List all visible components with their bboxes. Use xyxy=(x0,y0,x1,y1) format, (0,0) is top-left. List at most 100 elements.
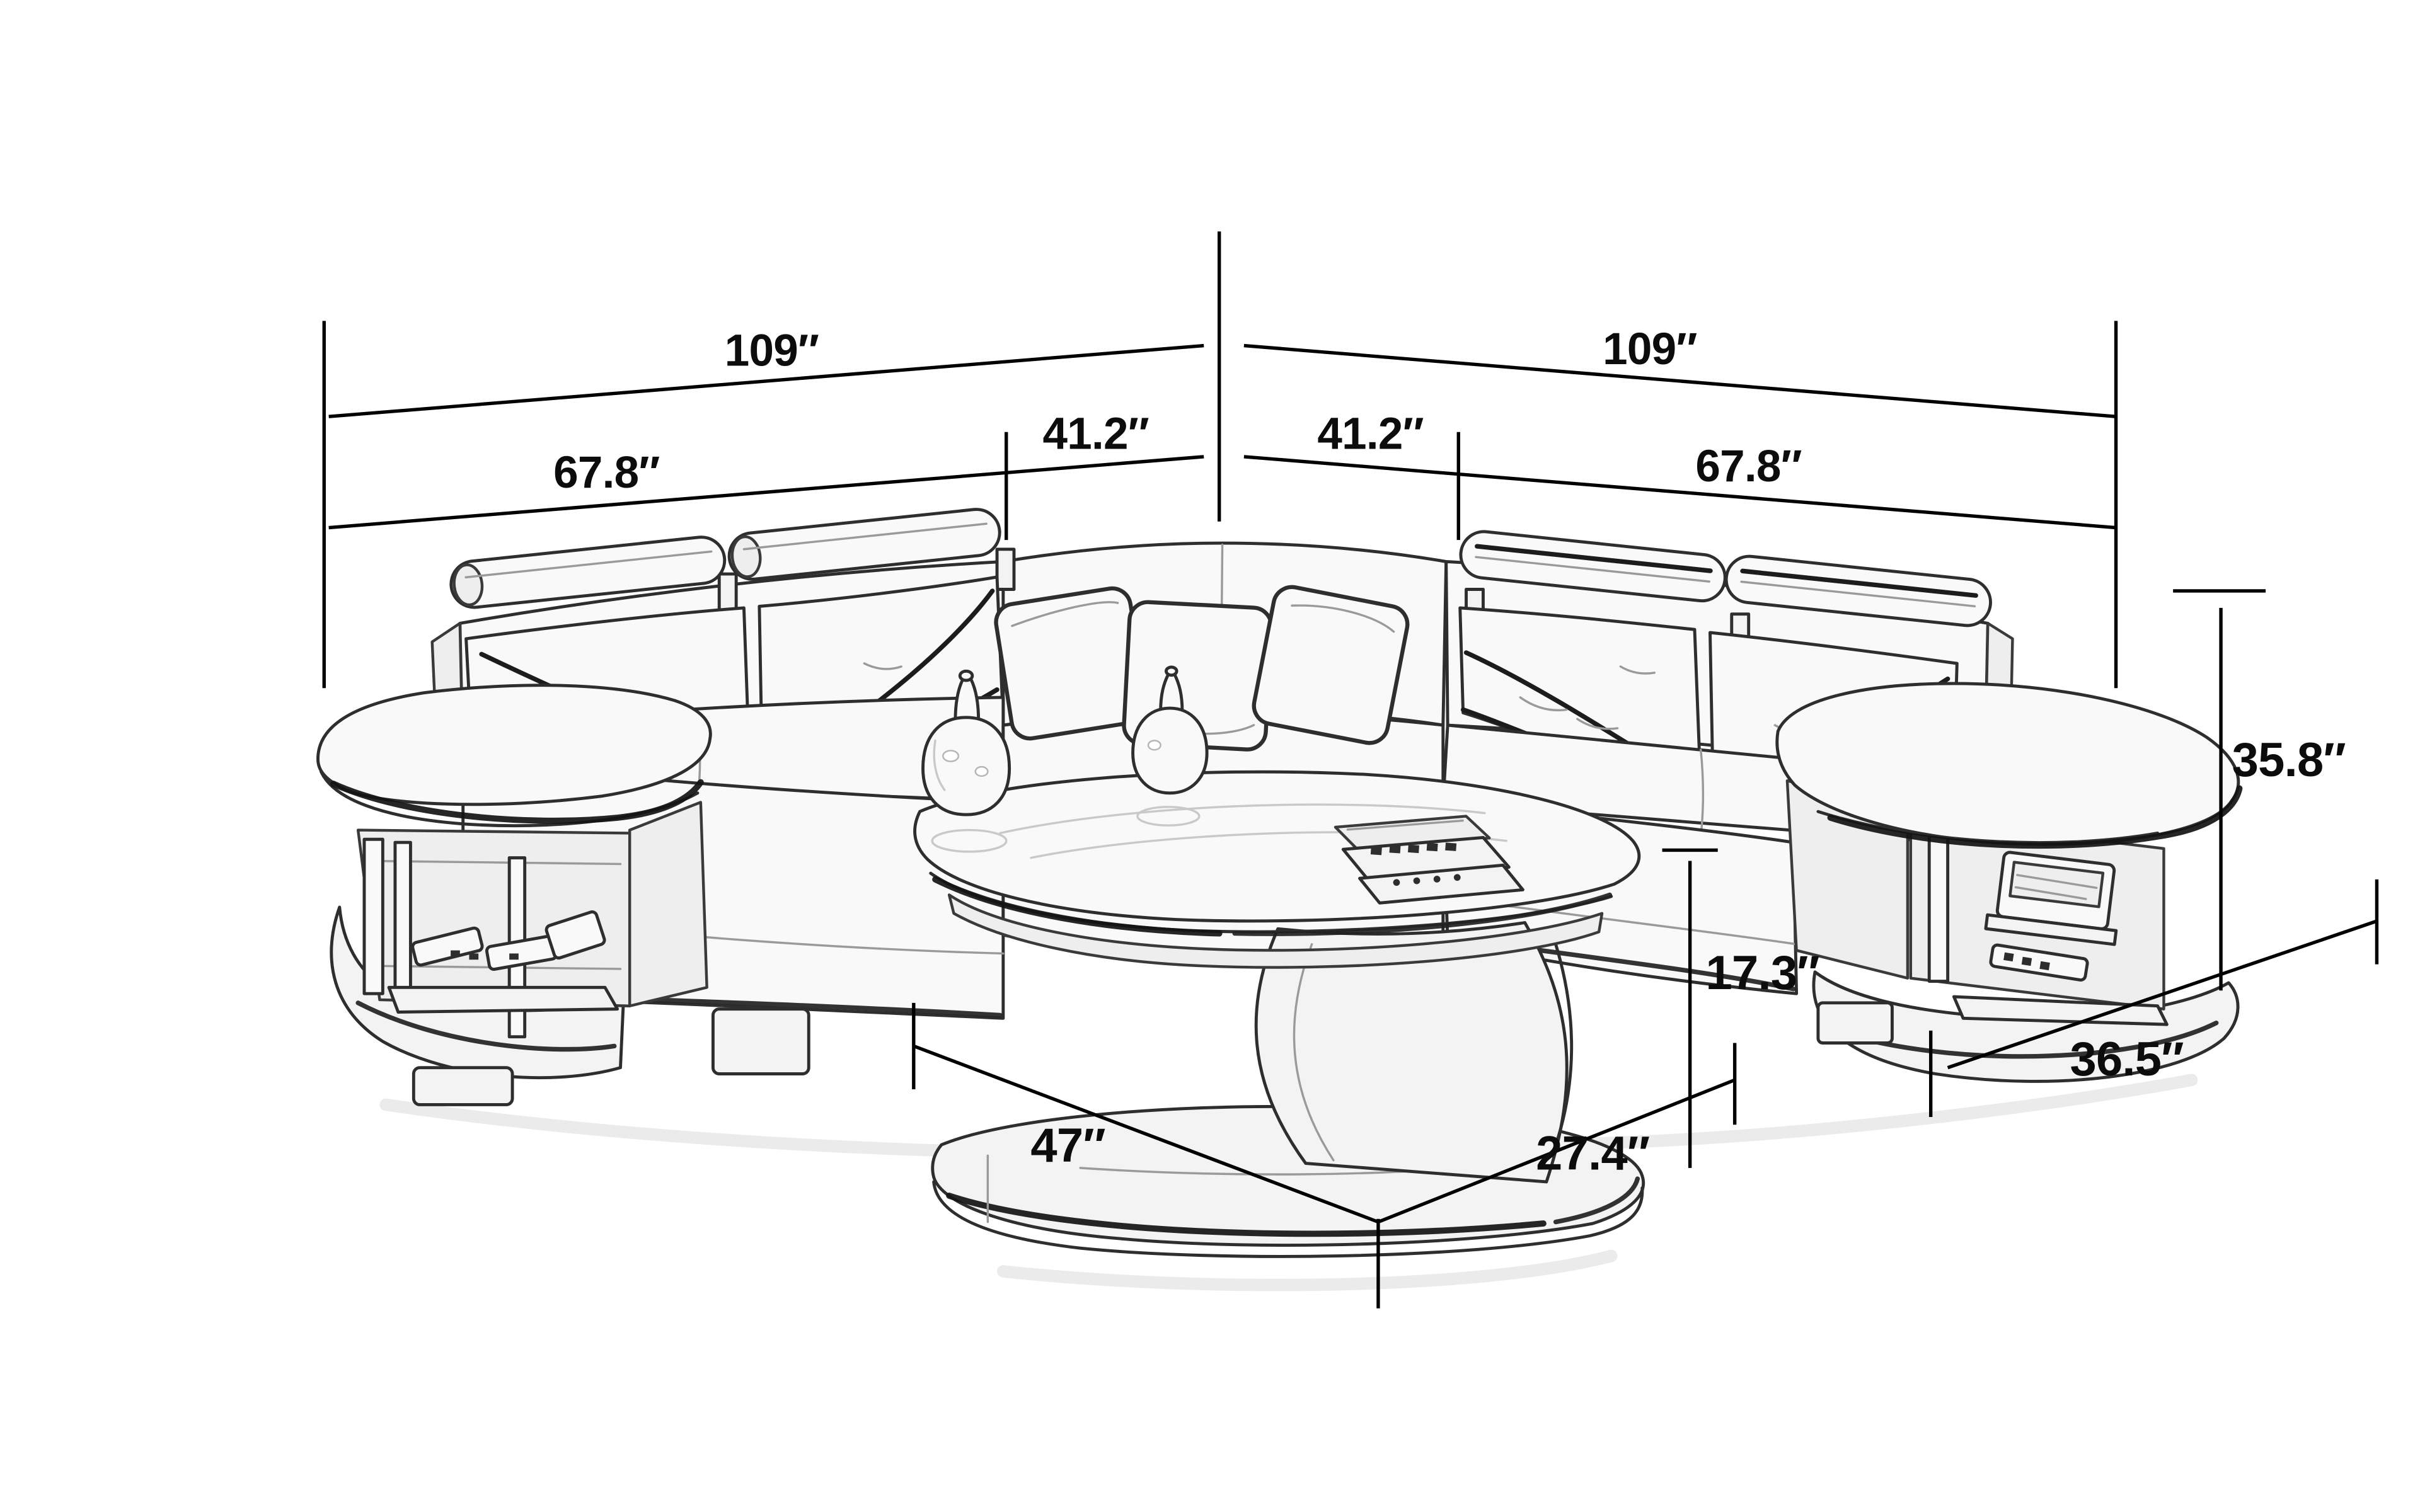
roll-crease xyxy=(742,522,988,551)
vase-body xyxy=(1131,706,1209,795)
button xyxy=(2039,961,2050,971)
shelf-pillar xyxy=(1927,819,1950,983)
dimension-line xyxy=(328,455,1204,530)
dim-label-right-seat: 67.8″ xyxy=(1695,442,1802,491)
vase-highlight xyxy=(933,739,946,791)
gadget xyxy=(544,910,606,960)
sofa-foot xyxy=(711,1007,810,1075)
plinth-thickness xyxy=(932,1180,1644,1258)
vase-spot xyxy=(942,750,960,762)
dim-sofa-depth: 36.5″ xyxy=(1928,879,2379,1118)
tablet-base xyxy=(1984,913,2118,946)
table-pedestal xyxy=(1254,921,1569,1184)
roll-end-cap xyxy=(452,563,484,607)
base-groove xyxy=(355,1000,617,1052)
vase-tip xyxy=(1164,665,1178,677)
button xyxy=(509,953,519,960)
shelf-items xyxy=(387,910,619,1014)
pedestal-curve xyxy=(1293,943,1335,1162)
tray-lower xyxy=(1358,863,1524,905)
dim-label-right-corner: 41.2″ xyxy=(1317,410,1424,459)
arm-top-slab xyxy=(316,684,712,806)
vase-tip xyxy=(958,669,974,682)
shadow-line xyxy=(1506,1074,2198,1151)
dim-label-table-height: 17.3″ xyxy=(1706,946,1819,1000)
shelf-board xyxy=(387,985,619,1014)
top-groove xyxy=(1232,892,1612,936)
dim-label-left-seat: 67.8″ xyxy=(553,448,660,498)
dim-label-table-width: 27.4″ xyxy=(1536,1126,1649,1180)
shelf-pillar xyxy=(393,840,412,995)
roll-crease-dark xyxy=(1475,544,1713,573)
glass-reflection xyxy=(999,803,1486,835)
dim-table-length: 47″ xyxy=(912,1002,1379,1224)
dim-left-total: 109″ xyxy=(328,326,1204,418)
seat-seam xyxy=(1700,748,1705,838)
pedestal-right-curve xyxy=(1551,942,1574,1156)
left-headrests xyxy=(449,508,1016,616)
button-dot xyxy=(1453,874,1461,881)
dimension-line xyxy=(1243,455,2116,530)
remote-tray xyxy=(1334,815,1524,905)
decor-vase-small xyxy=(1131,665,1209,795)
button-dot xyxy=(1433,876,1441,883)
roll-body xyxy=(1724,554,1992,627)
headrest-roll xyxy=(1459,530,1727,603)
slab-groove xyxy=(330,779,704,824)
plinth-groove xyxy=(1553,1176,1640,1225)
remote-control xyxy=(411,926,484,967)
dim-table-height: 17.3″ xyxy=(1662,848,1820,1168)
dim-label-sofa-depth: 36.5″ xyxy=(2070,1033,2183,1086)
wrinkle xyxy=(1576,718,1619,730)
roll-body xyxy=(449,536,727,609)
roll-body xyxy=(727,508,1001,581)
button xyxy=(1445,842,1457,851)
dim-label-table-length: 47″ xyxy=(1030,1119,1105,1172)
vase-reflection xyxy=(931,828,1008,853)
shelf-pillar xyxy=(362,837,384,995)
shelf-board xyxy=(1952,995,2169,1026)
throw-pillow xyxy=(1252,585,1410,745)
roll-crease xyxy=(464,550,713,579)
pillow-crease xyxy=(1011,601,1119,627)
remote-control xyxy=(1989,943,2089,982)
roll-end-cap xyxy=(730,535,762,578)
dim-label-left-total: 109″ xyxy=(725,326,819,375)
tray-lid xyxy=(1334,815,1491,852)
vase-spot xyxy=(1147,740,1161,751)
dimension-line xyxy=(1243,343,2116,418)
sofa-foot xyxy=(412,1066,514,1106)
dim-label-left-corner: 41.2″ xyxy=(1042,410,1149,459)
sofa-foot xyxy=(1816,1001,1894,1045)
arm-side-panel xyxy=(628,801,708,1007)
roll-crease xyxy=(1740,580,1976,608)
button xyxy=(469,953,479,960)
right-arm-shelf-unit xyxy=(1775,682,2243,1083)
arm-base xyxy=(1812,970,2240,1083)
pillow-body xyxy=(1252,585,1410,745)
dimension-annotations: 109″ 67.8″ 41.2″ 109″ 41.2″ 67.8″ 35.8″ xyxy=(322,231,2379,1309)
pillow-crease xyxy=(1291,604,1395,633)
dimension-line xyxy=(328,343,1204,418)
button-dot xyxy=(1413,877,1420,885)
shelf-items xyxy=(1952,850,2169,1026)
headrest-roll xyxy=(1724,554,1992,627)
button-dot xyxy=(1393,879,1400,886)
left-arm-shelf-unit xyxy=(316,684,712,1106)
button xyxy=(2021,956,2032,966)
vase-spot xyxy=(974,765,989,777)
roll-crease xyxy=(1475,556,1710,583)
table-under-slab xyxy=(947,893,1604,969)
coffee-table xyxy=(913,665,1645,1258)
vase-neck xyxy=(954,677,981,723)
button xyxy=(1426,842,1438,852)
throw-pillow xyxy=(994,586,1148,741)
dimension-line xyxy=(1377,1078,1736,1224)
dim-sofa-height: 35.8″ xyxy=(2173,589,2346,991)
top-groove xyxy=(932,876,1223,937)
roll-crease-dark xyxy=(1740,568,1978,598)
dim-right-sub: 41.2″ 67.8″ xyxy=(1243,410,2116,541)
headrest-roll xyxy=(727,508,1001,581)
